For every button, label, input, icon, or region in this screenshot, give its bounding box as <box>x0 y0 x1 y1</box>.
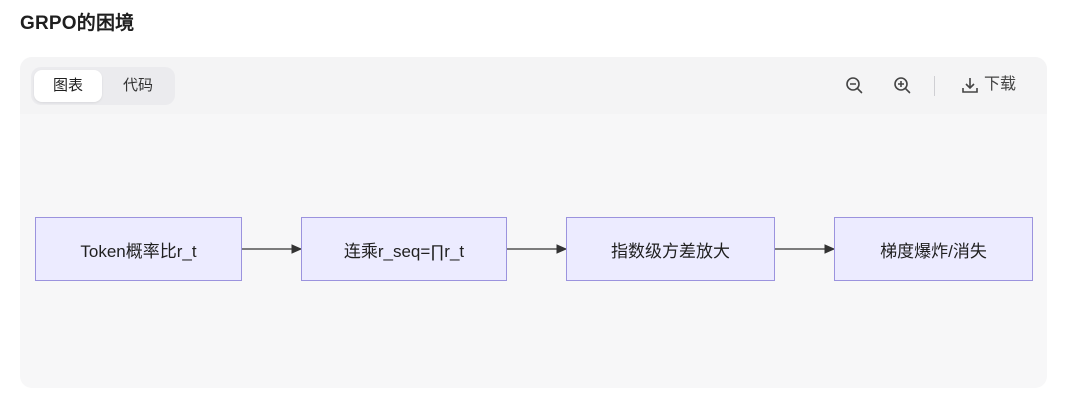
view-toggle: 图表 代码 <box>31 67 175 105</box>
flow-node-gradient: 梯度爆炸/消失 <box>834 217 1033 281</box>
zoom-in-button[interactable] <box>892 71 914 99</box>
node-label: 连乘r_seq=∏r_t <box>343 241 465 261</box>
node-label: 指数级方差放大 <box>611 241 730 261</box>
node-label: Token概率比r_t <box>80 241 197 261</box>
download-icon <box>962 78 978 93</box>
card-toolbar: 图表 代码 下载 <box>20 57 1047 114</box>
zoom-out-button[interactable] <box>844 71 866 99</box>
download-button[interactable]: 下载 <box>960 71 1016 99</box>
zoom-out-icon <box>846 77 863 94</box>
flow-diagram: Token概率比r_t 连乘r_seq=∏r_t 指数级方差放大 梯度爆炸/消失 <box>20 114 1047 388</box>
diagram-card: 图表 代码 下载 <box>20 57 1047 388</box>
flow-node-variance: 指数级方差放大 <box>566 217 775 281</box>
page-title: GRPO的困境 <box>20 13 135 34</box>
tab-chart[interactable]: 图表 <box>34 70 102 102</box>
node-label: 梯度爆炸/消失 <box>880 241 987 261</box>
tab-code[interactable]: 代码 <box>122 77 153 94</box>
toolbar-divider <box>934 76 935 96</box>
zoom-in-icon <box>894 77 911 94</box>
flow-node-token-ratio: Token概率比r_t <box>35 217 242 281</box>
flow-node-product: 连乘r_seq=∏r_t <box>301 217 507 281</box>
download-label: 下载 <box>984 76 1017 93</box>
flow-arrows <box>242 244 836 254</box>
